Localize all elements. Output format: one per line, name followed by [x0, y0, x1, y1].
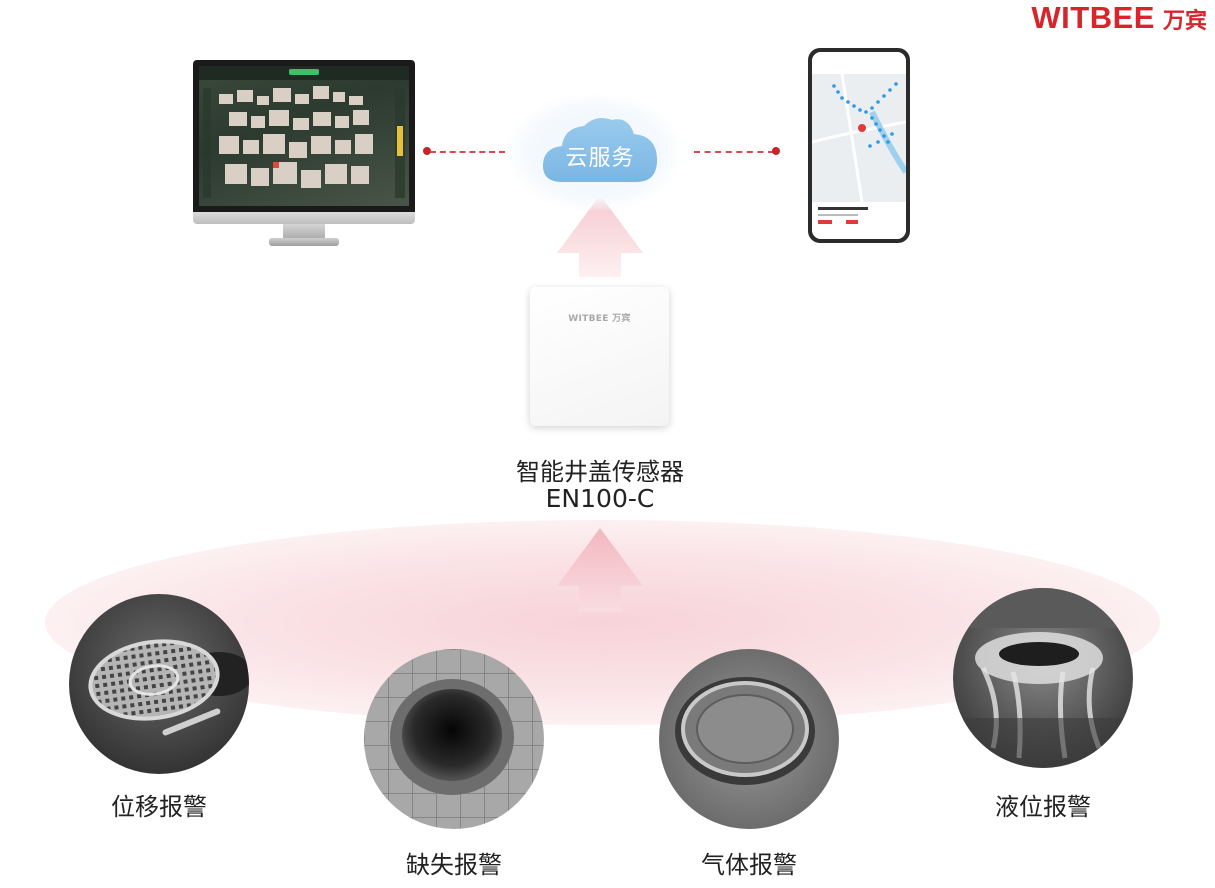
device-name: 智能井盖传感器: [516, 458, 684, 486]
gas-alarm-label: 气体报警: [701, 851, 797, 879]
brand-logo: WITBEE 万宾: [1031, 0, 1207, 35]
device-logo: WITBEE 万宾: [568, 314, 631, 324]
cloud-icon: [542, 118, 658, 182]
monitor-base: [269, 238, 339, 246]
brand-name-cn: 万宾: [1162, 9, 1207, 34]
missing-alarm-photo: [364, 649, 544, 829]
monitor-screen: [193, 60, 415, 212]
monitor-chin: [193, 212, 415, 224]
device-model: EN100-C: [545, 484, 655, 513]
displacement-alarm-label: 位移报警: [111, 793, 207, 821]
missing-alarm-label: 缺失报警: [406, 851, 502, 879]
brand-name-en: WITBEE: [1031, 0, 1155, 35]
displacement-alarm-photo: [69, 594, 249, 774]
arrow-up-icon: [557, 528, 643, 612]
link-line-right: [694, 151, 774, 153]
phone-map-screen: [812, 52, 906, 239]
monitor-stand: [283, 224, 325, 240]
cloud-service-label: 云服务: [565, 146, 635, 171]
gas-alarm-photo: [659, 649, 839, 829]
sensor-device: WITBEE 万宾: [530, 287, 669, 426]
link-dot-left: [423, 147, 431, 155]
city-3d-map: [199, 66, 409, 206]
smartphone-icon: [808, 48, 910, 243]
liquid-level-alarm-label: 液位报警: [995, 793, 1091, 821]
link-line-left: [430, 151, 505, 153]
monitor-icon: [193, 60, 415, 246]
arrow-up-icon: [557, 195, 643, 277]
link-dot-right: [772, 147, 780, 155]
liquid-level-alarm-photo: [953, 588, 1133, 768]
